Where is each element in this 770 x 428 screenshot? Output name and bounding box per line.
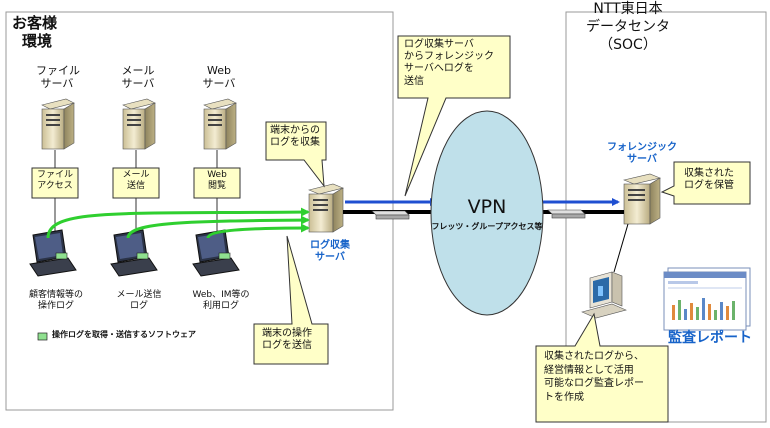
callout-forensic-line1: ログ収集サーバ bbox=[404, 39, 474, 50]
action-label-web-line1: Web bbox=[207, 170, 227, 180]
file-server-icon bbox=[41, 98, 75, 150]
log-server-label-line1: ログ収集 bbox=[310, 240, 350, 251]
forensic-server-label-line1: フォレンジック bbox=[607, 142, 677, 153]
callout-stored-line1: 収集された bbox=[684, 168, 734, 179]
laptop-label-1: 顧客情報等の 操作ログ bbox=[16, 290, 96, 312]
callout-report-line3: 可能なログ監査レポー bbox=[544, 378, 644, 389]
action-box-web bbox=[193, 167, 241, 199]
server-label-file: ファイル サーバ bbox=[36, 64, 80, 91]
action-label-file-line1: ファイル bbox=[36, 170, 73, 180]
action-label-file: ファイル アクセス bbox=[32, 170, 78, 192]
log-collection-server-icon bbox=[308, 183, 344, 233]
server-label-file-line2: サーバ bbox=[40, 77, 74, 91]
callout-send-to-forensic bbox=[397, 35, 511, 197]
log-server-label-line2: サーバ bbox=[315, 252, 345, 264]
callout-forensic-line3: サーバへログを bbox=[404, 63, 474, 75]
web-server-icon bbox=[203, 98, 237, 150]
customer-region-title-line1: お客様 bbox=[12, 14, 58, 32]
callout-collect-text: 端末からの ログを収集 bbox=[270, 125, 320, 149]
mail-server-icon bbox=[122, 98, 156, 150]
callout-forensic-line4: 送信 bbox=[404, 75, 424, 87]
server-label-mail-line1: メール bbox=[121, 64, 155, 77]
laptop-label-2: メール送信 ログ bbox=[104, 290, 174, 312]
laptop-label-3-line2: 利用ログ bbox=[202, 300, 239, 311]
action-label-web-line2: 閲覧 bbox=[207, 180, 226, 191]
laptop-icon-1 bbox=[29, 229, 77, 277]
laptop-label-1-line2: 操作ログ bbox=[37, 300, 74, 311]
server-label-web-line2: サーバ bbox=[202, 77, 236, 91]
laptop-label-2-line1: メール送信 bbox=[116, 290, 162, 300]
forensic-server-icon bbox=[622, 173, 662, 225]
server-label-mail: メール サーバ bbox=[117, 64, 159, 91]
callout-send-terminal-log bbox=[253, 235, 329, 365]
server-label-web-line1: Web bbox=[207, 64, 231, 77]
callout-send-terminal-line1: 端末の操作 bbox=[262, 328, 312, 339]
callout-forensic-line2: からフォレンジック bbox=[404, 51, 494, 63]
audit-report-label: 監査レポート bbox=[668, 330, 752, 346]
vpn-title: VPN bbox=[467, 196, 507, 218]
laptop-label-3-line1: Web、IM等の bbox=[192, 290, 250, 300]
callout-send-terminal-line2: ログを送信 bbox=[262, 340, 312, 352]
callout-collect-from-terminal bbox=[265, 121, 327, 188]
legend-label: 操作ログを取得・送信するソフトウェア bbox=[52, 330, 196, 339]
audit-report-thumbnail bbox=[663, 267, 751, 331]
workstation-icon bbox=[581, 271, 627, 319]
laptop-label-1-line1: 顧客情報等の bbox=[28, 290, 83, 300]
ntt-region-title-line2: データセンタ bbox=[586, 19, 670, 36]
action-label-mail-line1: メール bbox=[122, 170, 150, 180]
router-icon-right bbox=[547, 209, 586, 219]
ntt-region-title: NTT東日本 データセンタ （SOC） bbox=[586, 0, 670, 55]
customer-region-title-line2: 環境 bbox=[22, 32, 53, 51]
callout-send-terminal-text: 端末の操作 ログを送信 bbox=[262, 328, 312, 352]
callout-report-line4: トを作成 bbox=[544, 391, 584, 403]
callout-report-line1: 収集されたログから、 bbox=[544, 351, 644, 362]
green-flow-3 bbox=[206, 223, 310, 239]
laptop-label-3: Web、IM等の 利用ログ bbox=[186, 290, 256, 312]
callout-forensic-text: ログ収集サーバ からフォレンジック サーバへログを 送信 bbox=[404, 39, 494, 88]
callout-stored-text: 収集された ログを保管 bbox=[684, 168, 734, 192]
action-box-file bbox=[31, 167, 79, 199]
laptop-label-2-line2: ログ bbox=[129, 300, 148, 311]
action-label-file-line2: アクセス bbox=[37, 180, 73, 191]
callout-collect-line1: 端末からの bbox=[270, 125, 320, 136]
callout-stored-line2: ログを保管 bbox=[684, 180, 734, 192]
server-label-file-line1: ファイル bbox=[36, 64, 80, 77]
forensic-server-label-line2: サーバ bbox=[627, 154, 657, 166]
action-label-mail-line2: 送信 bbox=[126, 180, 145, 191]
action-label-web: Web 閲覧 bbox=[194, 170, 240, 192]
router-icon-left bbox=[371, 210, 410, 220]
callout-stored bbox=[660, 161, 751, 205]
action-label-mail: メール 送信 bbox=[113, 170, 159, 192]
log-server-label: ログ収集 サーバ bbox=[300, 240, 360, 264]
forensic-server-label: フォレンジック サーバ bbox=[604, 142, 680, 166]
legend-swatch bbox=[37, 332, 48, 341]
green-flow-2 bbox=[126, 215, 310, 239]
callout-collect-line2: ログを収集 bbox=[270, 137, 320, 149]
server-label-web: Web サーバ bbox=[198, 64, 240, 91]
callout-report-text: 収集されたログから、 経営情報として活用 可能なログ監査レポー トを作成 bbox=[544, 350, 644, 404]
server-label-mail-line2: サーバ bbox=[121, 77, 155, 91]
laptop-icon-2 bbox=[110, 229, 158, 277]
vpn-cloud bbox=[430, 110, 544, 316]
vpn-subtitle: フレッツ・グループアクセス等 bbox=[431, 222, 543, 231]
callout-report-line2: 経営情報として活用 bbox=[544, 364, 634, 376]
ntt-region-title-line3: （SOC） bbox=[599, 37, 657, 54]
laptop-icon-3 bbox=[192, 229, 240, 277]
customer-region-title: お客様 環境 bbox=[12, 14, 57, 51]
green-flow-1 bbox=[46, 207, 310, 239]
ntt-region-title-line1: NTT東日本 bbox=[593, 1, 663, 17]
callout-report bbox=[535, 312, 669, 423]
